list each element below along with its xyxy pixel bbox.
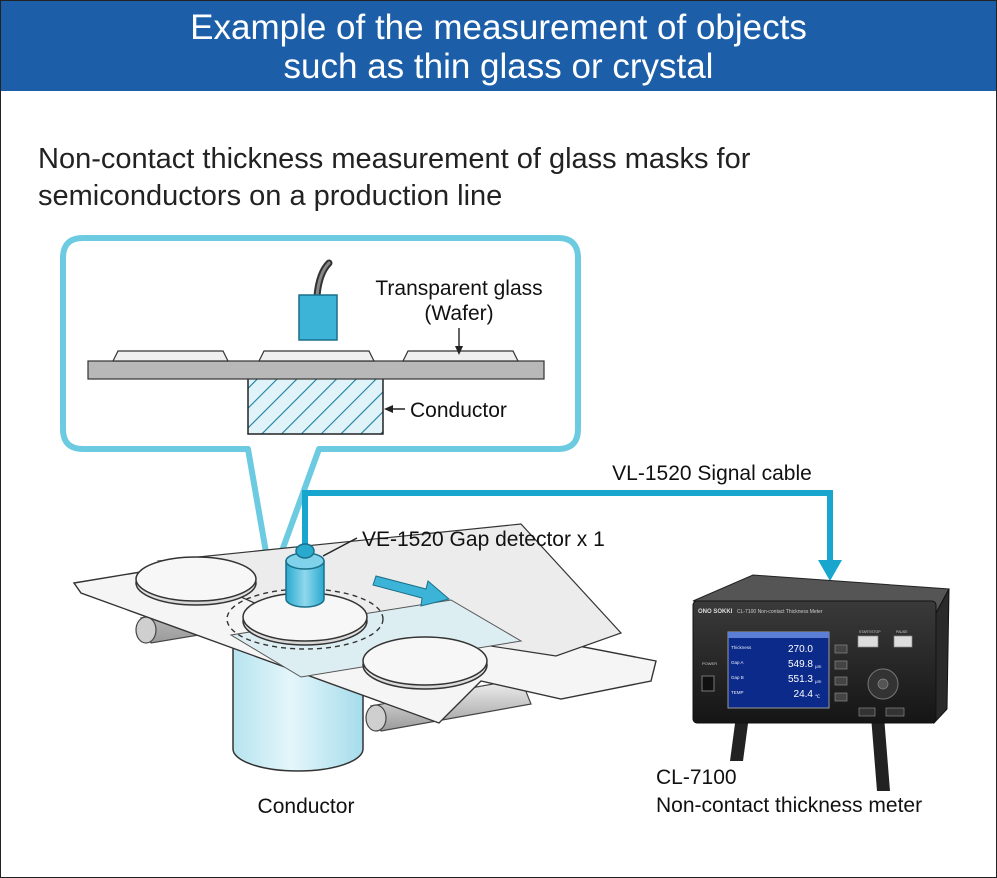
screen-row-label: Thickness [731,645,752,650]
start-stop-label: START/STOP [859,630,881,634]
title-line-1: Example of the measurement of objects [190,8,807,47]
detail-wafer-right [402,350,519,362]
title-line-2: such as thin glass or crystal [283,47,714,86]
label-meter-model: CL-7100 [656,766,737,789]
meter-softkey-3 [834,676,848,686]
signal-cable [302,490,833,561]
meter-leg-right [871,716,890,791]
meter-brand: ONO SOKKI [698,609,733,615]
subtitle-line-1: Non-contact thickness measurement of gla… [38,143,751,175]
title-banner: Example of the measurement of objects su… [1,1,996,91]
direction-arrow-icon [372,575,451,607]
screen-row-unit: ℃ [815,694,821,699]
label-signal-cable: VL-1520 Signal cable [612,462,812,485]
cable-arrow-icon [818,560,842,581]
measurement-zone-outline [226,588,384,650]
meter-screen [727,631,830,709]
meter-softkey-4 [834,692,848,702]
label-conductor-main: Conductor [258,795,355,818]
screen-row-label: Gap A [731,660,744,665]
label-conductor-detail: Conductor [410,399,507,422]
detail-stage-plate [87,360,545,380]
detail-callout: Transparent glass (Wafer) Conductor [60,235,581,584]
conveyor-illustration [72,523,657,772]
screen-row-unit: μm [815,664,822,669]
screen-row-value: 270.0 [788,644,813,655]
label-wafer: (Wafer) [424,302,493,325]
thickness-meter: ONO SOKKI CL-7100 Non-contact Thickness … [692,574,950,791]
meter-softkey-2 [834,660,848,670]
subtitle-line-2: semiconductors on a production line [38,180,503,212]
meter-leg-left [730,716,749,761]
label-gap-detector: VE-1520 Gap detector x 1 [362,528,605,551]
pause-label: PAUSE [896,630,908,634]
meter-model-text: CL-7100 Non-contact Thickness Meter [737,609,823,615]
gap-detector-sensor [285,560,325,608]
screen-row-unit: μm [815,679,822,684]
label-meter-name: Non-contact thickness meter [656,794,922,817]
detail-wafer-left [112,350,229,362]
power-label: POWER [702,661,717,666]
screen-row-label: Gap B [731,675,744,680]
power-switch [701,675,715,692]
detail-sensor [298,294,338,341]
screen-row-value: 24.4 [794,689,814,700]
pause-button [893,635,913,648]
screen-row-value: 551.3 [788,674,813,685]
screen-row-value: 549.8 [788,659,813,670]
detail-wafer-center [258,350,375,362]
meter-softkey-1 [834,644,848,654]
start-stop-button [857,635,879,648]
screen-row-label: TEMP [731,690,744,695]
label-transparent-glass: Transparent glass [375,277,542,300]
